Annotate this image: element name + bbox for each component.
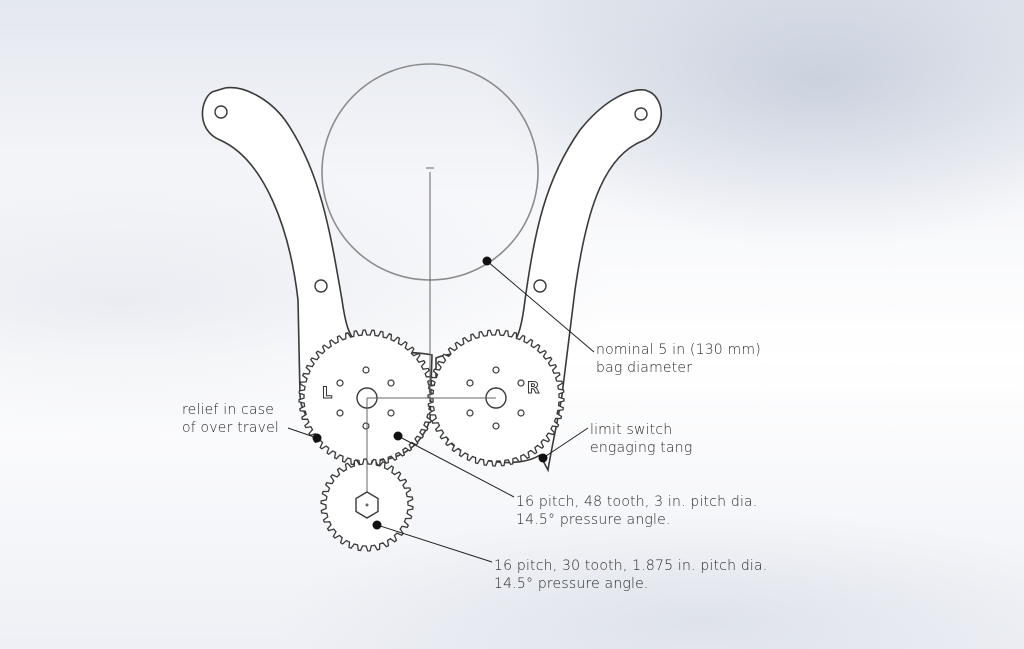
left-pivot-hole [214,105,228,119]
small-gear-center [365,503,369,507]
limit-switch-annotation: limit switch engaging tang [590,421,692,457]
limit-annotation-line-1: limit switch [590,422,673,438]
left-mid-hole [314,279,328,293]
bag-annotation-line-1: nominal 5 in (130 mm) [596,342,761,358]
right-bolt-holes [466,366,525,430]
relief-annotation-line-2: of over travel [182,420,280,436]
construction-lines [366,167,496,505]
leader-lines [287,260,595,563]
left-bolt-holes [336,366,395,430]
large-gear-annotation: 16 pitch, 48 tooth, 3 in. pitch dia. 14.… [516,493,757,529]
bag-annotation-line-2: bag diameter [596,360,693,376]
small-gear-annotation: 16 pitch, 30 tooth, 1.875 in. pitch dia.… [494,557,767,593]
limit-annotation-line-2: engaging tang [590,440,693,456]
small-gear-line-2: 14.5° pressure angle. [494,576,649,592]
relief-annotation-line-1: relief in case [182,402,275,418]
leader-dots [312,256,548,530]
right-mid-hole [533,279,547,293]
large-gear-line-1: 16 pitch, 48 tooth, 3 in. pitch dia. [516,494,758,510]
large-gear-line-2: 14.5° pressure angle. [516,512,671,528]
relief-annotation: relief in case of over travel [182,401,279,437]
left-part-mark: L [322,383,332,402]
small-gear-line-1: 16 pitch, 30 tooth, 1.875 in. pitch dia. [494,558,768,574]
right-part-mark: R [527,378,539,397]
right-pivot-hole [634,107,648,121]
bag-diameter-annotation: nominal 5 in (130 mm) bag diameter [596,341,761,377]
